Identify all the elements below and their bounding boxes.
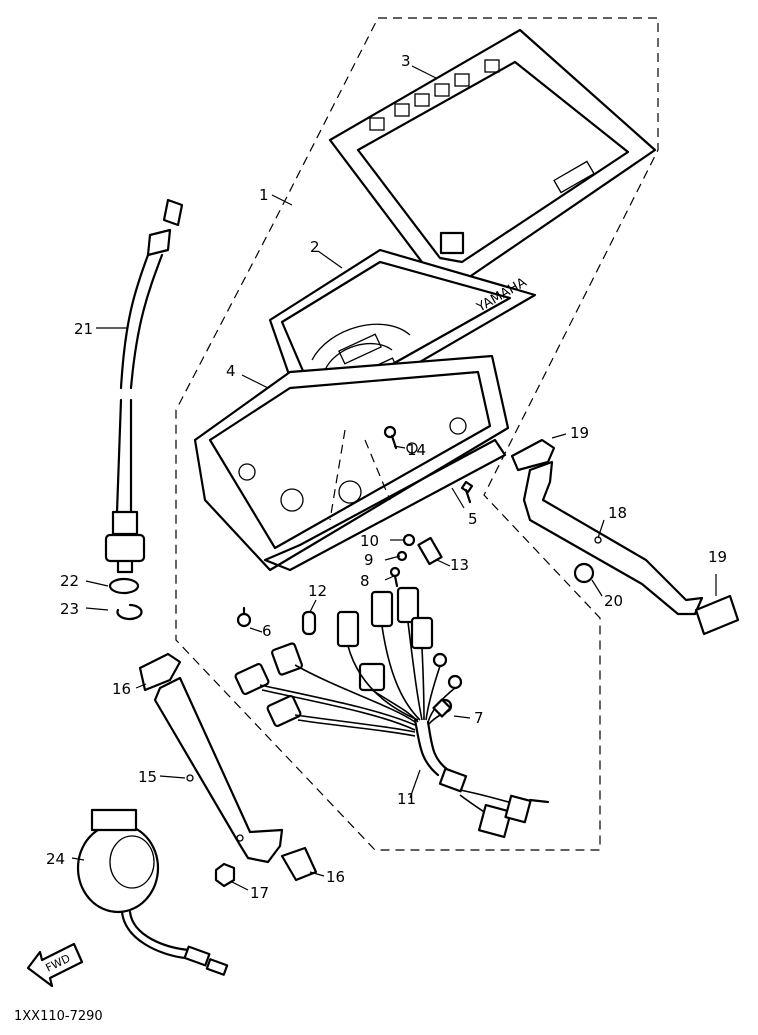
callout-4: 4 (226, 362, 236, 380)
callout-14: 14 (407, 441, 426, 459)
callout-15: 15 (138, 768, 157, 786)
callout-11: 11 (397, 790, 416, 808)
callout-7: 7 (474, 709, 484, 727)
callout-24: 24 (46, 850, 65, 868)
sensor-24 (76, 808, 229, 976)
callout-13: 13 (450, 556, 469, 574)
callout-16-upper: 16 (112, 680, 131, 698)
callout-9: 9 (364, 551, 374, 569)
meter-case (193, 354, 510, 572)
callout-8: 8 (360, 572, 370, 590)
circlip-23 (116, 603, 143, 621)
callout-5: 5 (468, 510, 478, 528)
callout-12: 12 (308, 582, 327, 600)
callout-21: 21 (74, 320, 93, 338)
speedometer-cable (104, 198, 184, 574)
screw-14 (383, 425, 398, 450)
callout-2: 2 (310, 238, 320, 256)
callout-6: 6 (262, 622, 272, 640)
callout-18: 18 (608, 504, 627, 522)
grommet-16-lower (280, 846, 318, 882)
part-code: 1XX110-7290 (14, 1009, 103, 1024)
callout-3: 3 (401, 52, 411, 70)
callout-16-lower: 16 (326, 868, 345, 886)
screw-6 (236, 606, 252, 628)
callout-23: 23 (60, 600, 79, 618)
callout-17: 17 (250, 884, 269, 902)
callout-19-upper: 19 (570, 424, 589, 442)
callout-labels: 1 2 3 4 5 6 7 8 9 10 11 12 13 14 15 16 1… (46, 52, 727, 902)
grommet-16-upper (138, 652, 182, 692)
grommet-19-lower (694, 594, 740, 636)
callout-10: 10 (360, 532, 379, 550)
bulb-12 (301, 610, 317, 636)
nut-17 (214, 862, 236, 888)
bracket-15 (153, 676, 284, 864)
assembly-boundary (175, 17, 659, 851)
callout-22: 22 (60, 572, 79, 590)
callout-20: 20 (604, 592, 623, 610)
small-parts-8-13 (389, 533, 443, 588)
screw-5 (460, 480, 474, 504)
callout-19-lower: 19 (708, 548, 727, 566)
nut-20 (573, 562, 595, 584)
callout-1: 1 (259, 186, 269, 204)
meter-cover (328, 28, 657, 284)
clip-7 (432, 698, 452, 718)
fwd-arrow-icon: FWD (26, 942, 84, 988)
o-ring-22 (108, 577, 140, 595)
leader-lines (71, 65, 717, 891)
grommet-19-upper (510, 438, 556, 472)
wire-harness (234, 586, 550, 839)
